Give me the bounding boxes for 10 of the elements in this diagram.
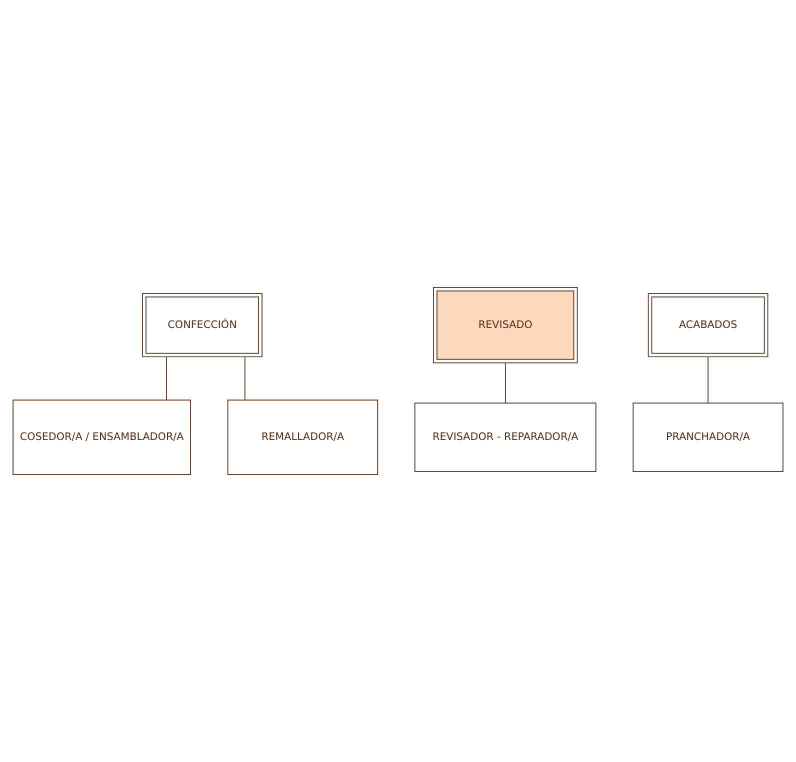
node-box: REVISADOR - REPARADOR/A	[414, 402, 596, 472]
connector	[166, 356, 167, 400]
connector	[244, 356, 246, 400]
node-box: PRANCHADOR/A	[632, 402, 784, 472]
connector	[504, 362, 506, 404]
node-box: COSEDOR/A / ENSAMBLADOR/A	[12, 400, 191, 475]
node-box: ACABADOS	[648, 293, 768, 358]
node-box: REVISADO	[433, 287, 578, 364]
node-box: REMALLADOR/A	[227, 400, 378, 475]
node-box: CONFECCIÓN	[142, 293, 262, 358]
